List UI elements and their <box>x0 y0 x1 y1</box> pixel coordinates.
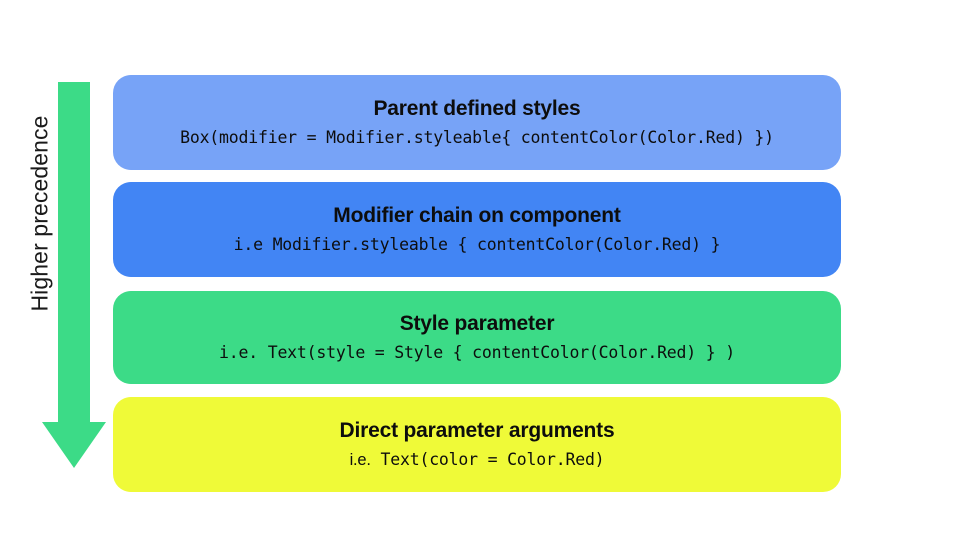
precedence-level-style-parameter[interactable]: Style parameter i.e. Text(style = Style … <box>113 291 841 384</box>
precedence-level-direct-parameter-arguments[interactable]: Direct parameter arguments i.e. Text(col… <box>113 397 841 492</box>
level-title: Style parameter <box>399 311 555 335</box>
level-code-snippet: Text(color = Color.Red) <box>370 449 605 469</box>
level-title: Parent defined styles <box>373 96 581 120</box>
level-code-line: i.e. Text(color = Color.Red) <box>350 450 605 471</box>
higher-precedence-label: Higher precedence <box>26 115 53 312</box>
level-code-snippet: i.e Modifier.styleable { contentColor(Co… <box>233 234 721 254</box>
precedence-level-modifier-chain-on-component[interactable]: Modifier chain on component i.e Modifier… <box>113 182 841 277</box>
level-title: Modifier chain on component <box>333 203 621 227</box>
level-title: Direct parameter arguments <box>339 418 615 442</box>
down-arrow-icon <box>42 82 106 468</box>
level-code-prefix: i.e. <box>349 450 371 469</box>
level-code-snippet: i.e. Text(style = Style { contentColor(C… <box>219 342 735 362</box>
precedence-level-parent-defined-styles[interactable]: Parent defined styles Box(modifier = Mod… <box>113 75 841 170</box>
precedence-arrow-group: Higher precedence <box>0 0 113 540</box>
level-code-snippet: Box(modifier = Modifier.styleable{ conte… <box>180 127 774 147</box>
